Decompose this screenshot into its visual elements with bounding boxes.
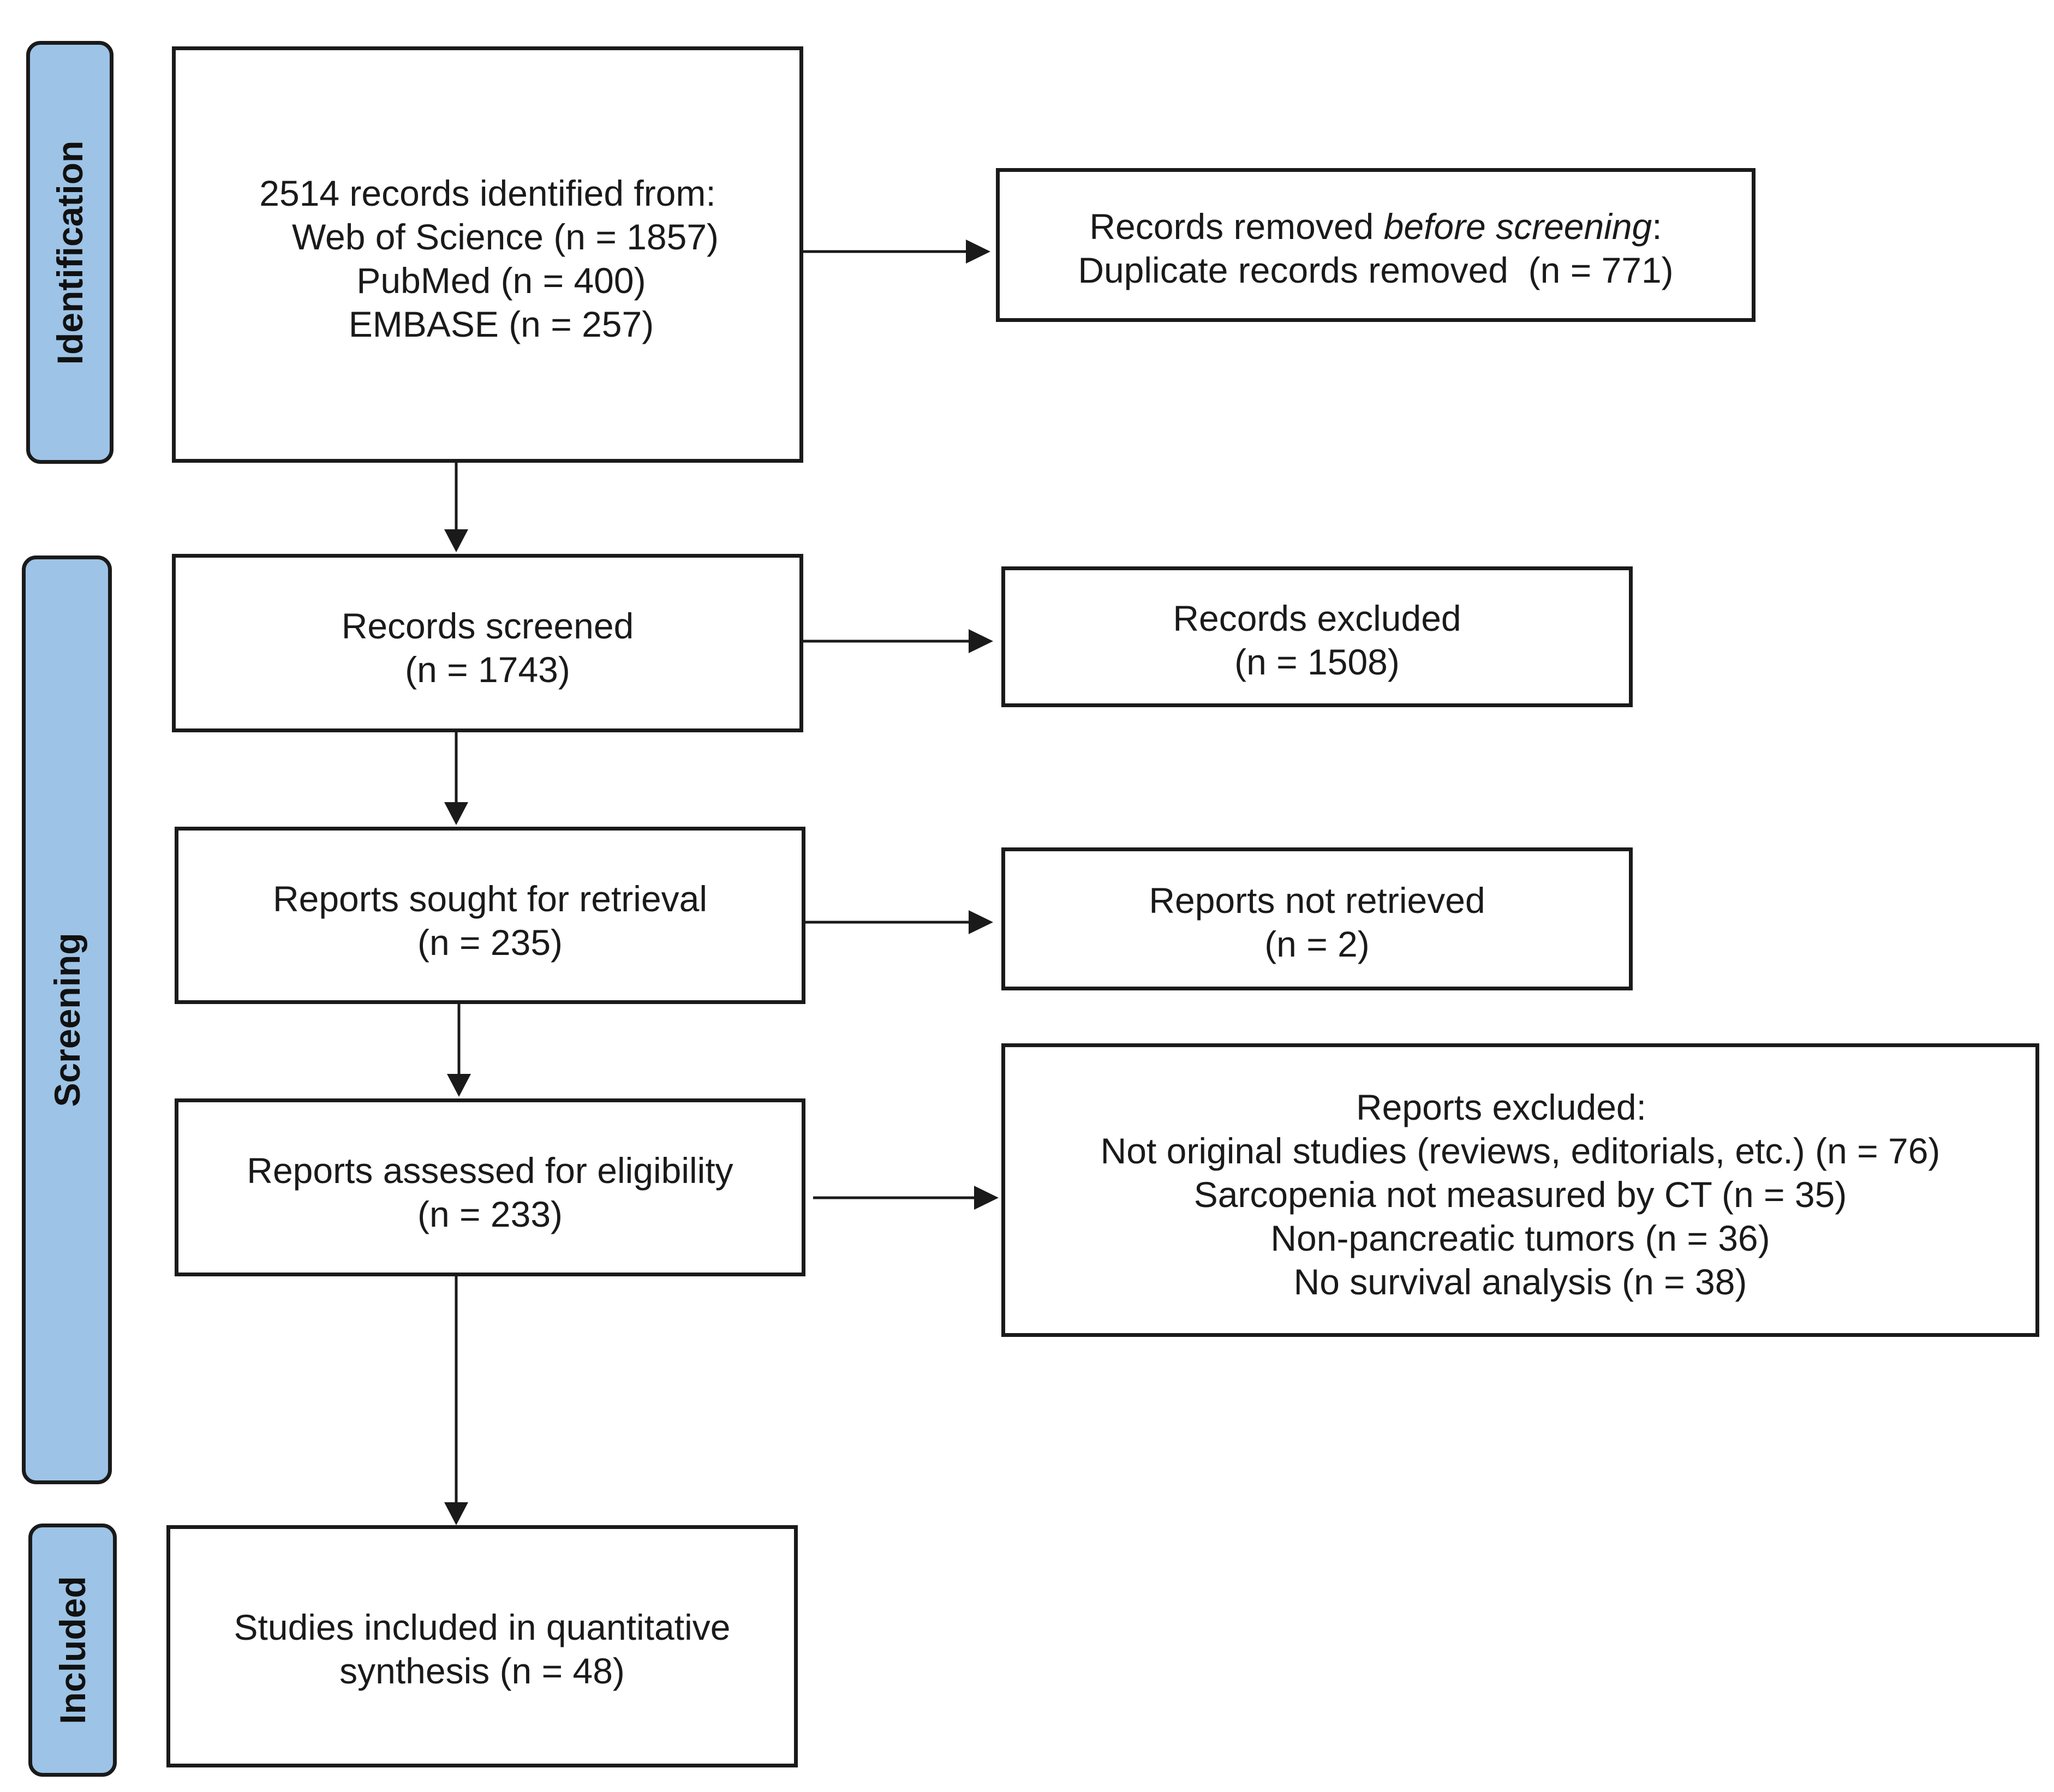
- records-identified-heading: 2514 records identified from:: [259, 173, 716, 213]
- reports-sought-box: Reports sought for retrieval (n = 235): [175, 827, 805, 1004]
- arrowhead-assessed-to-included: [444, 1502, 468, 1525]
- records-excluded-count: (n = 1508): [1234, 642, 1400, 682]
- arrowhead-screened-to-excluded: [969, 629, 993, 653]
- phase-label-identification: Identification: [50, 140, 90, 365]
- records-excluded-label: Records excluded: [1173, 598, 1461, 638]
- arrowhead-sought-to-assessed: [447, 1074, 471, 1097]
- reports-sought-count: (n = 235): [417, 922, 563, 963]
- records-identified-box: 2514 records identified from: Web of Sci…: [172, 46, 803, 463]
- arrowhead-sought-to-not-retrieved: [969, 910, 993, 934]
- source-embase: EMBASE (n = 257): [348, 304, 654, 344]
- phase-bar-screening: Screening: [22, 555, 112, 1484]
- arrowhead-screened-to-sought: [444, 802, 468, 825]
- records-screened-label: Records screened: [341, 606, 634, 646]
- reports-assessed-box: Reports assessed for eligibility (n = 23…: [175, 1098, 805, 1276]
- reports-excluded-heading: Reports excluded:: [1356, 1087, 1646, 1127]
- phase-bar-identification: Identification: [26, 41, 114, 464]
- records-screened-box: Records screened (n = 1743): [172, 554, 803, 732]
- records-screened-count: (n = 1743): [405, 649, 570, 690]
- duplicate-records-removed: Duplicate records removed (n = 771): [1078, 250, 1674, 290]
- exclusion-reason-not-ct: Sarcopenia not measured by CT (n = 35): [1193, 1174, 1847, 1215]
- arrowhead-assessed-to-excluded: [974, 1186, 999, 1210]
- records-removed-heading: Records removed before screening:: [1089, 206, 1662, 247]
- source-pubmed: PubMed (n = 400): [356, 260, 646, 301]
- reports-excluded-box: Reports excluded: Not original studies (…: [1001, 1043, 2039, 1337]
- reports-sought-label: Reports sought for retrieval: [272, 879, 708, 919]
- records-excluded-box: Records excluded (n = 1508): [1001, 566, 1633, 707]
- phase-label-included: Included: [52, 1576, 93, 1724]
- records-removed-box: Records removed before screening: Duplic…: [996, 168, 1756, 322]
- phase-bar-included: Included: [28, 1524, 117, 1777]
- reports-assessed-count: (n = 233): [417, 1194, 563, 1234]
- reports-not-retrieved-label: Reports not retrieved: [1149, 880, 1485, 921]
- phase-label-screening: Screening: [46, 933, 87, 1107]
- reports-not-retrieved-count: (n = 2): [1264, 924, 1370, 964]
- studies-included-line2: synthesis (n = 48): [339, 1651, 625, 1691]
- exclusion-reason-no-survival: No survival analysis (n = 38): [1293, 1262, 1747, 1302]
- studies-included-line1: Studies included in quantitative: [234, 1607, 731, 1647]
- source-web-of-science: Web of Science (n = 1857): [291, 217, 719, 257]
- arrowhead-identified-to-removed: [966, 240, 990, 264]
- reports-not-retrieved-box: Reports not retrieved (n = 2): [1001, 847, 1633, 990]
- exclusion-reason-not-original: Not original studies (reviews, editorial…: [1100, 1131, 1940, 1171]
- exclusion-reason-non-pancreatic: Non-pancreatic tumors (n = 36): [1270, 1218, 1770, 1258]
- studies-included-box: Studies included in quantitative synthes…: [166, 1525, 798, 1767]
- reports-assessed-label: Reports assessed for eligibility: [247, 1150, 733, 1191]
- arrowhead-identified-to-screened: [444, 529, 468, 552]
